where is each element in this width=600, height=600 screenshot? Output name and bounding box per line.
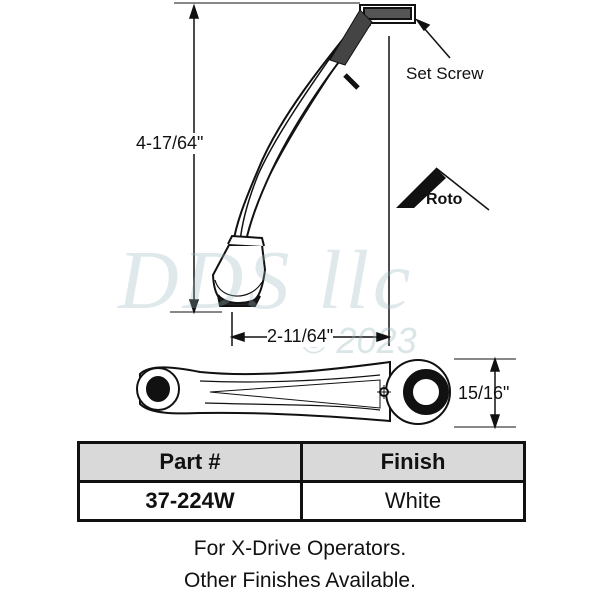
table-header-row: Part # Finish	[77, 441, 526, 483]
crank-handle-top-view	[136, 359, 451, 425]
handle-reach-label: 2-11/64"	[267, 326, 334, 347]
part-number-cell: 37-224W	[77, 480, 303, 522]
product-drawing	[136, 2, 516, 430]
note-line-2: Other Finishes Available.	[184, 569, 416, 592]
finish-cell: White	[300, 480, 526, 522]
roto-logo-text: Roto	[426, 191, 463, 208]
finish-header: Finish	[300, 441, 526, 483]
handle-height-label: 4-17/64"	[136, 133, 204, 154]
roto-logo	[396, 167, 490, 211]
part-number-header: Part #	[77, 441, 303, 483]
base-width-label: 15/16"	[458, 383, 510, 403]
handle-height-dimension	[170, 2, 360, 315]
set-screw-callout	[414, 18, 451, 59]
part-table: Part # Finish 37-224W White	[77, 441, 526, 522]
note-line-1: For X-Drive Operators.	[193, 537, 407, 560]
crank-handle-side-view	[211, 4, 416, 308]
set-screw-label: Set Screw	[406, 64, 484, 83]
table-row: 37-224W White	[77, 480, 526, 522]
base-width-dimension	[454, 356, 516, 430]
